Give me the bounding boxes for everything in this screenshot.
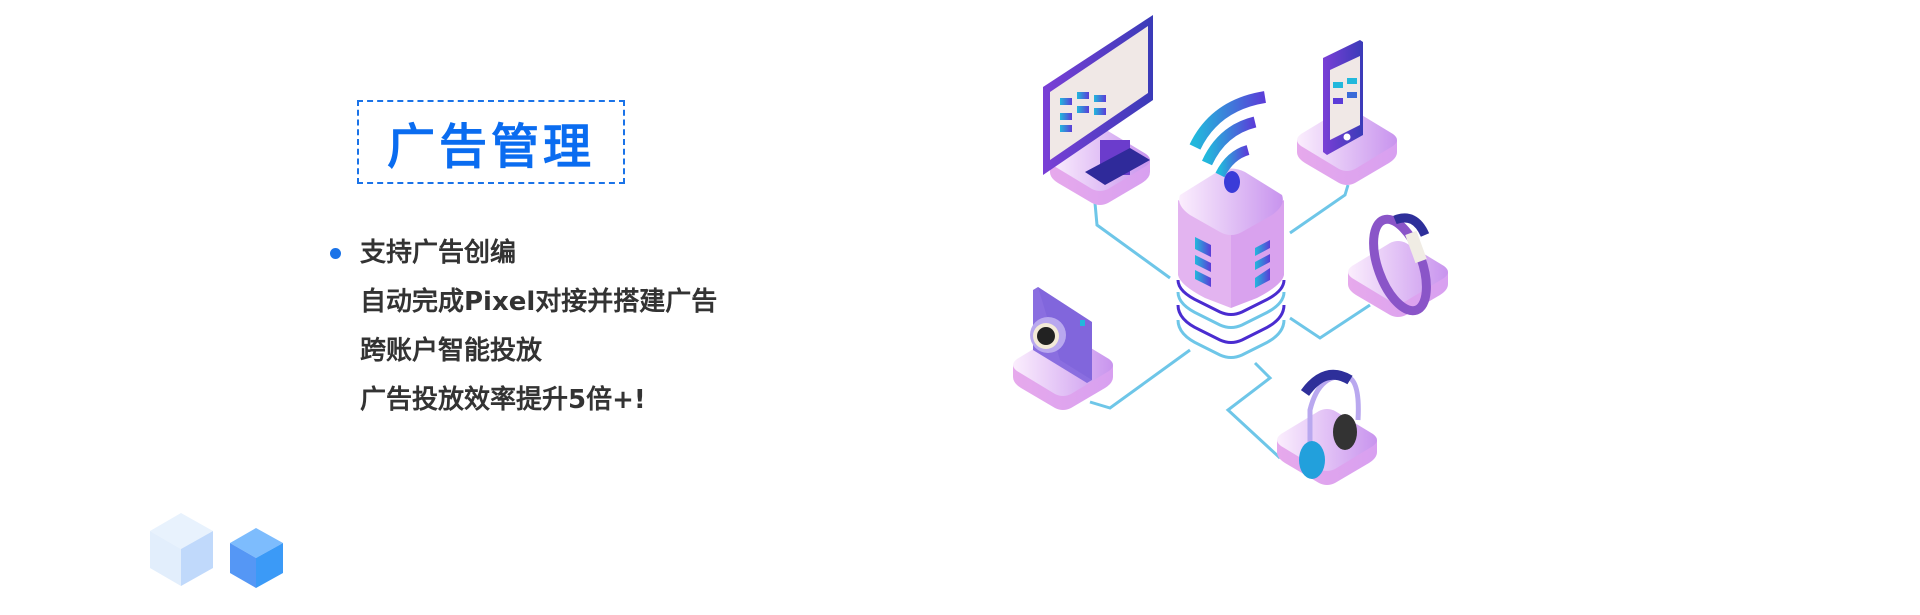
feature-list: 支持广告创编 自动完成Pixel对接并搭建广告 跨账户智能投放 广告投放效率提升… — [330, 234, 717, 430]
bullet-icon — [330, 248, 341, 259]
section-title: 广告管理 — [386, 119, 595, 175]
phone-icon — [1323, 40, 1363, 155]
monitor-icon — [1043, 15, 1153, 185]
feature-text: 广告投放效率提升5倍+! — [360, 385, 646, 415]
feature-text: 自动完成Pixel对接并搭建广告 — [360, 287, 718, 317]
camera-icon — [1030, 287, 1092, 383]
feature-text: 跨账户智能投放 — [360, 336, 543, 366]
decorative-cubes — [150, 513, 283, 588]
wifi-icon — [1189, 91, 1267, 193]
feature-text: 支持广告创编 — [360, 238, 517, 268]
section-title-box: 广告管理 — [357, 100, 625, 184]
connection-lines — [1089, 184, 1371, 460]
headphone-platform — [1277, 409, 1377, 485]
hub-server-icon — [1176, 168, 1286, 359]
feature-item: 支持广告创编 — [330, 234, 717, 283]
headphones-icon — [1299, 369, 1361, 479]
feature-item: 自动完成Pixel对接并搭建广告 — [330, 283, 717, 332]
bracelet-icon — [1369, 213, 1431, 316]
feature-item: 广告投放效率提升5倍+! — [330, 381, 717, 430]
feature-item: 跨账户智能投放 — [330, 332, 717, 381]
